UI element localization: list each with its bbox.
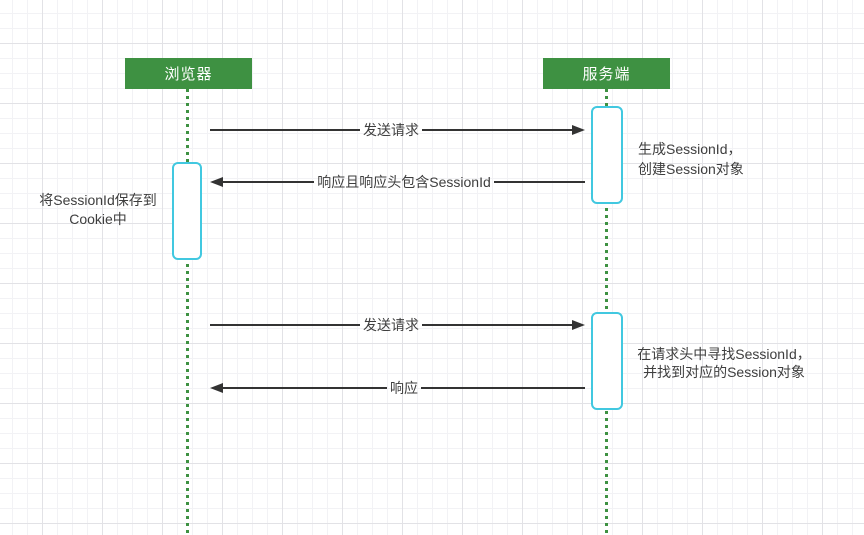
lifeline-browser[interactable] bbox=[186, 89, 189, 535]
message-label: 发送请求 bbox=[363, 317, 419, 333]
arrow-line bbox=[210, 324, 360, 326]
arrowhead-left-icon bbox=[210, 383, 223, 393]
message-label: 响应 bbox=[390, 380, 418, 396]
note-line: 将SessionId保存到 bbox=[39, 192, 157, 208]
message-request-2[interactable]: 发送请求 bbox=[210, 315, 585, 335]
message-response-1[interactable]: 响应且响应头包含SessionId bbox=[210, 172, 586, 192]
note-save-sessionid-cookie[interactable]: 将SessionId保存到 Cookie中 bbox=[12, 191, 184, 229]
note-find-sessionid[interactable]: 在请求头中寻找SessionId， 并找到对应的Session对象 bbox=[622, 345, 826, 381]
arrow-line bbox=[422, 324, 572, 326]
arrow-line bbox=[223, 387, 387, 389]
actor-browser[interactable]: 浏览器 bbox=[125, 58, 252, 89]
activation-server-1[interactable] bbox=[591, 106, 623, 204]
activation-browser[interactable] bbox=[172, 162, 202, 260]
note-line: 创建Session对象 bbox=[638, 161, 744, 177]
activation-server-2[interactable] bbox=[591, 312, 623, 410]
arrowhead-left-icon bbox=[210, 177, 223, 187]
arrow-line bbox=[210, 129, 360, 131]
arrow-line bbox=[421, 387, 585, 389]
arrowhead-right-icon bbox=[572, 125, 585, 135]
note-line: 并找到对应的Session对象 bbox=[643, 364, 805, 380]
actor-server[interactable]: 服务端 bbox=[543, 58, 670, 89]
arrow-line bbox=[223, 181, 315, 183]
message-request-1[interactable]: 发送请求 bbox=[210, 120, 585, 140]
message-label: 发送请求 bbox=[363, 122, 419, 138]
arrow-line bbox=[422, 129, 572, 131]
note-line: Cookie中 bbox=[69, 211, 127, 227]
arrow-line bbox=[493, 181, 586, 183]
message-label: 响应且响应头包含SessionId bbox=[317, 174, 491, 190]
arrowhead-right-icon bbox=[572, 320, 585, 330]
note-line: 在请求头中寻找SessionId， bbox=[637, 346, 811, 362]
note-line: 生成SessionId， bbox=[638, 141, 742, 157]
note-generate-sessionid[interactable]: 生成SessionId， 创建Session对象 bbox=[638, 139, 744, 179]
message-response-2[interactable]: 响应 bbox=[210, 378, 585, 398]
